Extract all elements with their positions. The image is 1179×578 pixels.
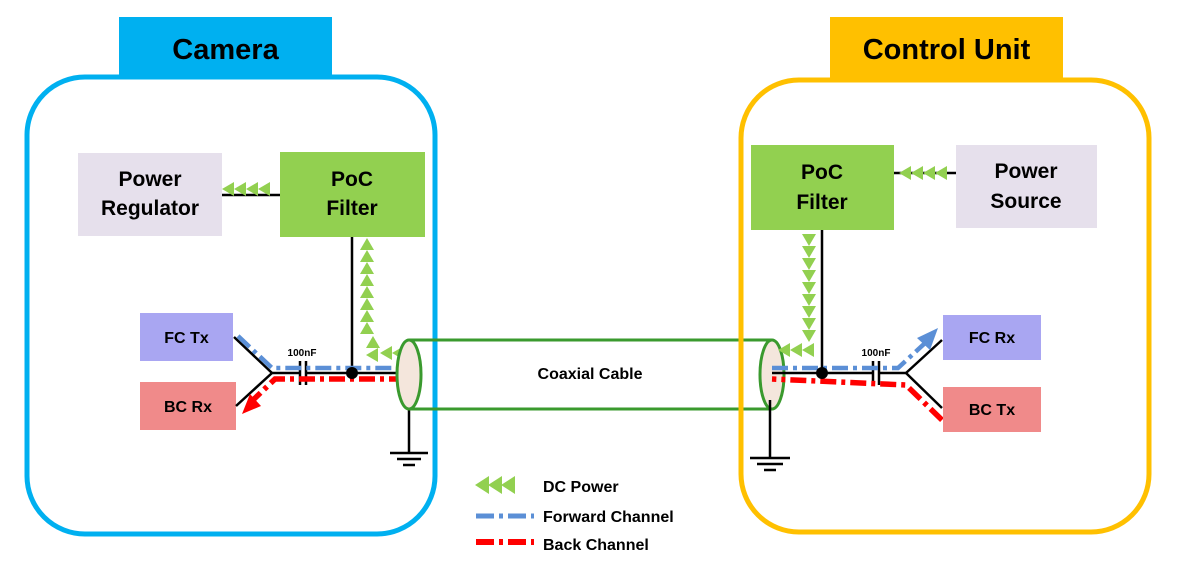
- camera-poc-filter-box: [280, 152, 425, 237]
- camera-back-channel-arrowhead-icon: [242, 394, 261, 414]
- camera-title: Camera: [172, 34, 279, 66]
- fc-rx-label: FC Rx: [969, 330, 1015, 347]
- bc-rx-label: BC Rx: [164, 399, 212, 416]
- legend-item-back-channel: Back Channel: [476, 537, 649, 554]
- control-forward-channel-arrowhead-icon: [917, 328, 938, 350]
- control-back-channel-line: [771, 376, 944, 422]
- camera-forward-channel-line: [236, 334, 405, 371]
- control-bc-wire: [905, 372, 943, 409]
- power-source-label: Source: [990, 190, 1061, 213]
- camera-dc-arrows-left-icon: [222, 182, 270, 196]
- legend-item-dc-power: DC Power: [475, 476, 619, 496]
- bc-tx-box: [943, 387, 1041, 432]
- green-triple-arrow-icon: [475, 476, 515, 494]
- power-regulator-box: [78, 153, 222, 236]
- control-junction-dot: [816, 367, 828, 379]
- legend-item-forward-channel: Forward Channel: [476, 509, 674, 526]
- power-regulator-label: Power: [118, 168, 181, 191]
- control-ground-icon: [750, 400, 790, 472]
- camera-title-box: [119, 17, 332, 79]
- control-unit-section: Control Unit PoC Filter Power Source: [738, 17, 1152, 535]
- control-dc-arrows-down-icon: [802, 234, 816, 342]
- camera-junction-dot: [346, 367, 358, 379]
- coaxial-cable: Coaxial Cable: [395, 338, 786, 411]
- power-regulator-label: Regulator: [101, 197, 199, 220]
- camera-fc-wire: [233, 336, 273, 374]
- legend-label: DC Power: [543, 479, 619, 496]
- legend: DC Power Forward Channel Back Channel: [475, 476, 674, 554]
- control-dc-arrows-left-icon: [899, 166, 947, 180]
- camera-capacitor-label: 100nF: [288, 348, 317, 359]
- control-dc-arrows-cable-icon: [778, 343, 814, 357]
- control-poc-filter-label: PoC: [801, 161, 843, 184]
- camera-poc-filter-label: Filter: [326, 197, 377, 220]
- control-forward-channel-line: [772, 342, 926, 371]
- bc-rx-box: [140, 382, 236, 430]
- cable-end-left: [395, 338, 423, 411]
- cable-end-right: [758, 338, 786, 411]
- camera-back-channel-line: [250, 376, 405, 403]
- control-fc-wire: [905, 339, 943, 374]
- control-poc-filter-label: Filter: [796, 191, 847, 214]
- legend-label: Back Channel: [543, 537, 649, 554]
- legend-label: Forward Channel: [543, 509, 674, 526]
- fc-rx-box: [943, 315, 1041, 360]
- coaxial-cable-label: Coaxial Cable: [538, 366, 643, 383]
- camera-outline: [24, 74, 438, 537]
- control-poc-filter-box: [751, 145, 894, 230]
- control-unit-title-box: [830, 17, 1063, 80]
- bc-tx-label: BC Tx: [969, 402, 1015, 419]
- camera-section: Camera Power Regulator PoC Filter: [24, 17, 438, 537]
- fc-tx-label: FC Tx: [164, 330, 209, 347]
- control-unit-title: Control Unit: [863, 34, 1031, 66]
- fc-tx-box: [140, 313, 233, 361]
- camera-dc-arrows-up-icon: [360, 238, 374, 334]
- camera-poc-filter-label: PoC: [331, 168, 373, 191]
- power-source-label: Power: [994, 160, 1057, 183]
- power-source-box: [956, 145, 1097, 228]
- camera-bc-wire: [235, 372, 273, 407]
- control-capacitor-label: 100nF: [862, 348, 891, 359]
